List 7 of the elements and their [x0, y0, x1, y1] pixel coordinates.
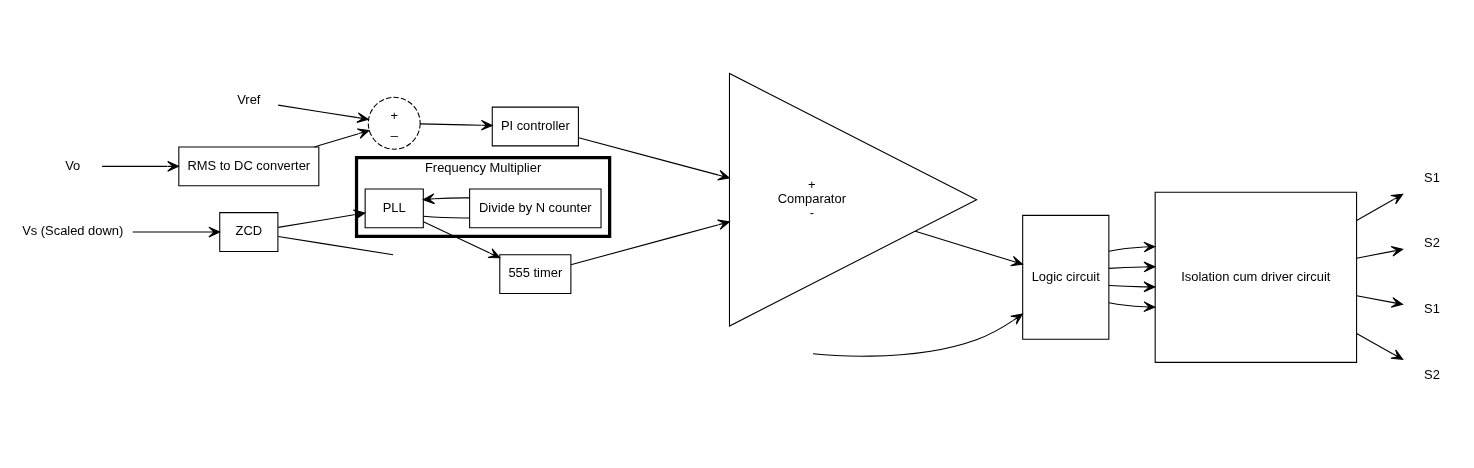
- node-text: Vo: [65, 157, 81, 173]
- node-text: S2: [1424, 235, 1440, 251]
- node-text: Vref: [237, 91, 261, 107]
- node-text: S2: [1424, 366, 1440, 382]
- node-text: Vs (Scaled down): [22, 223, 124, 239]
- node-text: S1: [1424, 300, 1440, 316]
- node-text: S1: [1424, 169, 1440, 185]
